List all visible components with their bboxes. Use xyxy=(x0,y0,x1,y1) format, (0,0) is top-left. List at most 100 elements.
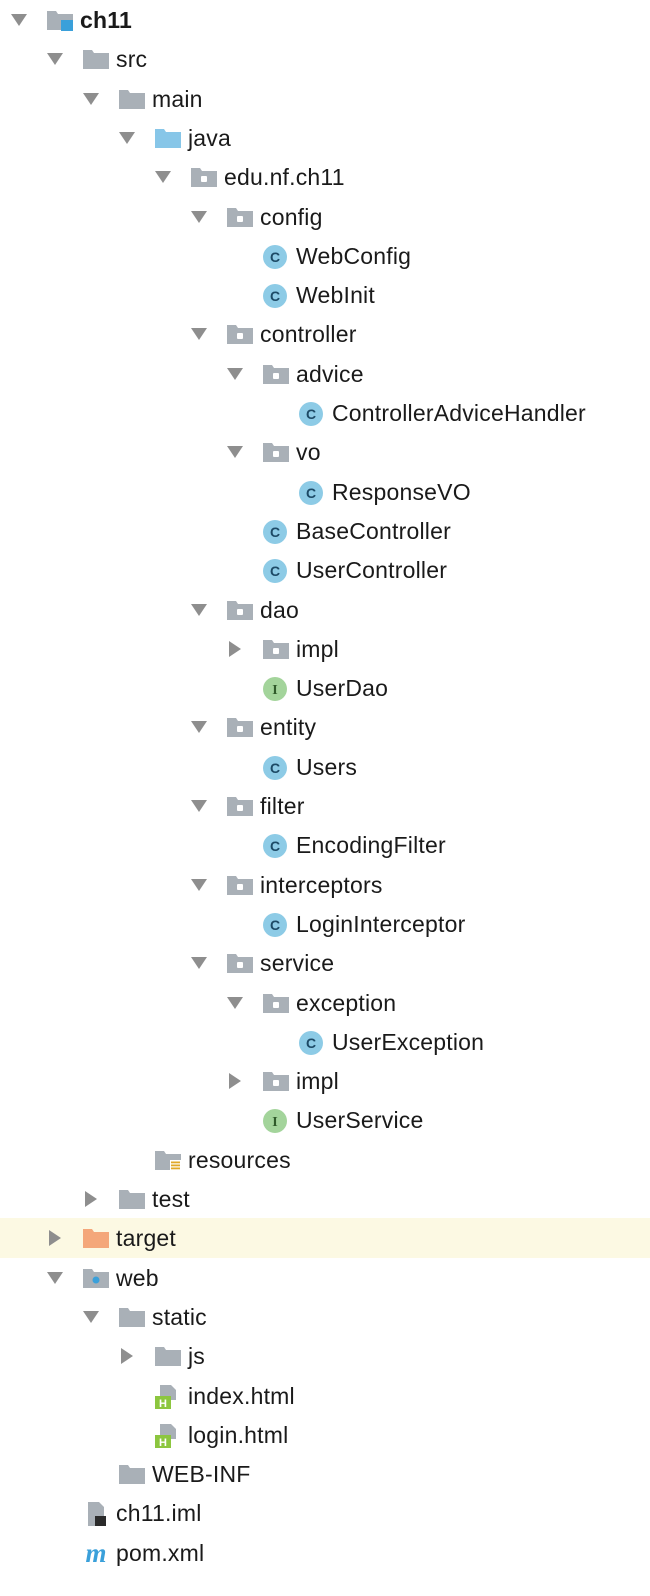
tree-item-label: WebInit xyxy=(296,282,375,309)
svg-text:I: I xyxy=(272,683,277,698)
collapse-arrow-icon[interactable] xyxy=(226,640,244,658)
collapse-arrow-icon[interactable] xyxy=(46,1229,64,1247)
expand-arrow-icon[interactable] xyxy=(226,443,244,461)
tree-item-label: dao xyxy=(260,596,299,623)
tree-row[interactable]: main xyxy=(0,79,650,119)
tree-item-label: WEB-INF xyxy=(152,1461,251,1488)
class-icon: C xyxy=(262,558,290,584)
collapse-arrow-icon[interactable] xyxy=(226,1072,244,1090)
interface-icon: I xyxy=(262,676,290,702)
tree-row[interactable]: edu.nf.ch11 xyxy=(0,157,650,197)
tree-row[interactable]: vo xyxy=(0,432,650,472)
svg-text:C: C xyxy=(270,760,280,776)
tree-item-label: web xyxy=(116,1264,159,1291)
tree-row[interactable]: controller xyxy=(0,314,650,354)
class-icon: C xyxy=(262,912,290,938)
class-icon: C xyxy=(262,283,290,309)
source-root-folder-icon xyxy=(154,126,182,152)
tree-row[interactable]: impl xyxy=(0,1061,650,1101)
tree-row[interactable]: WEB-INF xyxy=(0,1454,650,1494)
expand-arrow-icon[interactable] xyxy=(154,168,172,186)
package-icon xyxy=(262,1069,290,1095)
tree-item-label: src xyxy=(116,46,148,73)
tree-row[interactable]: js xyxy=(0,1336,650,1376)
tree-row[interactable]: entity xyxy=(0,707,650,747)
tree-row[interactable]: service xyxy=(0,943,650,983)
svg-text:C: C xyxy=(306,1035,316,1051)
expand-arrow-icon[interactable] xyxy=(190,876,208,894)
expand-arrow-icon[interactable] xyxy=(82,1308,100,1326)
expand-arrow-icon[interactable] xyxy=(10,11,28,29)
expand-arrow-icon[interactable] xyxy=(46,1269,64,1287)
collapse-arrow-icon[interactable] xyxy=(118,1347,136,1365)
expand-arrow-icon[interactable] xyxy=(190,718,208,736)
folder-icon xyxy=(154,1344,182,1370)
tree-row[interactable]: config xyxy=(0,197,650,237)
class-icon: C xyxy=(298,1030,326,1056)
expand-arrow-icon[interactable] xyxy=(46,50,64,68)
expand-arrow-icon[interactable] xyxy=(226,994,244,1012)
interface-icon: I xyxy=(262,1108,290,1134)
tree-row[interactable]: java xyxy=(0,118,650,158)
tree-row[interactable]: filter xyxy=(0,786,650,826)
folder-icon xyxy=(82,47,110,73)
class-icon: C xyxy=(262,519,290,545)
tree-row[interactable]: advice xyxy=(0,354,650,394)
class-icon: C xyxy=(262,833,290,859)
package-icon xyxy=(226,951,254,977)
package-icon xyxy=(190,165,218,191)
tree-item-label: ResponseVO xyxy=(332,478,471,505)
tree-item-label: WebConfig xyxy=(296,242,412,269)
expand-arrow-icon[interactable] xyxy=(190,954,208,972)
tree-row[interactable]: web xyxy=(0,1258,650,1298)
tree-row[interactable]: exception xyxy=(0,983,650,1023)
svg-text:C: C xyxy=(306,406,316,422)
tree-row[interactable]: test xyxy=(0,1179,650,1219)
expand-arrow-icon[interactable] xyxy=(190,325,208,343)
expand-arrow-icon[interactable] xyxy=(190,601,208,619)
expand-arrow-icon[interactable] xyxy=(190,208,208,226)
package-icon xyxy=(226,322,254,348)
tree-row[interactable]: target xyxy=(0,1218,650,1259)
tree-item-label: vo xyxy=(296,439,321,466)
folder-icon xyxy=(118,1187,146,1213)
expand-arrow-icon[interactable] xyxy=(190,797,208,815)
expand-arrow-icon[interactable] xyxy=(82,90,100,108)
tree-row[interactable]: impl xyxy=(0,629,650,669)
expand-arrow-icon[interactable] xyxy=(118,129,136,147)
tree-item-label: impl xyxy=(296,1068,339,1095)
tree-row[interactable]: resources xyxy=(0,1140,650,1180)
expand-arrow-icon[interactable] xyxy=(226,365,244,383)
tree-row[interactable]: ch11 xyxy=(0,0,650,40)
tree-row[interactable]: src xyxy=(0,39,650,79)
tree-item-label: filter xyxy=(260,793,305,819)
package-icon xyxy=(262,362,290,388)
package-icon xyxy=(226,715,254,741)
tree-row[interactable]: dao xyxy=(0,590,650,630)
tree-item-label: main xyxy=(152,85,203,112)
tree-row[interactable]: static xyxy=(0,1297,650,1337)
package-icon xyxy=(226,205,254,231)
tree-row[interactable]: interceptors xyxy=(0,865,650,905)
collapse-arrow-icon[interactable] xyxy=(82,1190,100,1208)
tree-item-label: java xyxy=(188,124,231,151)
svg-text:C: C xyxy=(270,249,280,265)
tree-row[interactable]: ch11.iml xyxy=(0,1493,650,1533)
tree-item-label: interceptors xyxy=(260,871,383,898)
tree-row[interactable]: C WebConfig xyxy=(0,236,650,276)
